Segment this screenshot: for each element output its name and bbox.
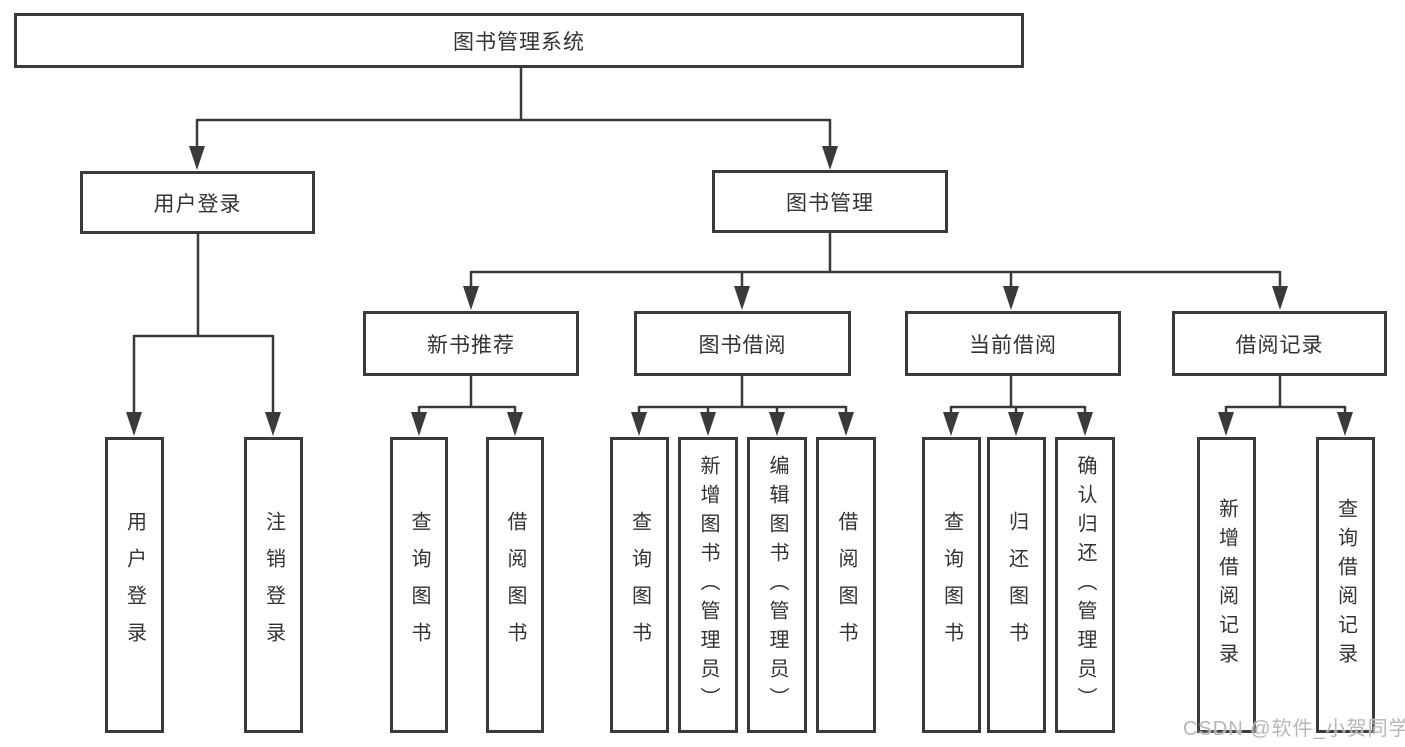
leaf-borrow-book: 借阅图书: [816, 437, 876, 733]
leaf-borrow-book-recommend: 借阅图书: [486, 437, 544, 733]
leaf-add-borrow-record: 新增借阅记录: [1197, 437, 1256, 733]
arrowhead-icon: [631, 412, 647, 436]
arrowhead-icon: [838, 412, 854, 436]
arrowhead-icon: [1272, 286, 1288, 310]
node-user-login: 用户登录: [80, 171, 315, 234]
arrowhead-icon: [822, 146, 838, 170]
leaf-return-book-label: 归还图书: [1005, 511, 1028, 659]
leaf-query-book-current-label: 查询图书: [940, 511, 963, 659]
node-book-borrow: 图书借阅: [634, 311, 851, 376]
leaf-logout-login: 注销登录: [244, 437, 303, 733]
leaf-borrow-book-label: 借阅图书: [835, 511, 857, 659]
arrowhead-icon: [1008, 412, 1024, 436]
node-root: 图书管理系统: [14, 13, 1024, 68]
arrowhead-icon: [463, 286, 479, 310]
leaf-edit-book-admin-label: 编辑图书（管理员）: [766, 454, 788, 716]
node-new-book-recommend: 新书推荐: [363, 311, 579, 376]
arrowhead-icon: [189, 146, 205, 170]
node-root-label: 图书管理系统: [453, 30, 585, 54]
node-book-management: 图书管理: [712, 170, 948, 233]
leaf-add-book-admin: 新增图书（管理员）: [678, 437, 738, 733]
node-book-borrow-label: 图书借阅: [698, 333, 787, 357]
node-user-login-label: 用户登录: [153, 192, 242, 216]
node-new-book-recommend-label: 新书推荐: [427, 333, 515, 357]
leaf-edit-book-admin: 编辑图书（管理员）: [747, 437, 807, 733]
leaf-return-book: 归还图书: [987, 437, 1046, 733]
leaf-query-book-borrow: 查询图书: [610, 437, 669, 733]
leaf-query-book-recommend-label: 查询图书: [408, 511, 430, 659]
arrowhead-icon: [769, 412, 785, 436]
leaf-borrow-book-recommend-label: 借阅图书: [504, 511, 526, 659]
node-borrow-records-label: 借阅记录: [1235, 333, 1324, 357]
leaf-query-book-recommend: 查询图书: [390, 437, 448, 733]
watermark-text: CSDN @软件_小贺同学: [1183, 718, 1405, 740]
arrowhead-icon: [1218, 412, 1234, 436]
arrowhead-icon: [411, 412, 427, 436]
arrowhead-icon: [265, 412, 281, 436]
node-current-borrow: 当前借阅: [905, 311, 1121, 376]
arrowhead-icon: [734, 286, 750, 310]
node-borrow-records: 借阅记录: [1172, 311, 1387, 376]
leaf-confirm-return-admin-label: 确认归还（管理员）: [1074, 454, 1096, 716]
arrowhead-icon: [700, 412, 716, 436]
leaf-logout-login-label: 注销登录: [262, 511, 285, 659]
leaf-add-book-admin-label: 新增图书（管理员）: [697, 454, 719, 716]
node-current-borrow-label: 当前借阅: [969, 333, 1057, 357]
leaf-confirm-return-admin: 确认归还（管理员）: [1055, 437, 1115, 733]
arrowhead-icon: [943, 412, 959, 436]
leaf-add-borrow-record-label: 新增借阅记录: [1215, 498, 1238, 672]
leaf-query-book-borrow-label: 查询图书: [628, 511, 651, 659]
arrowhead-icon: [1003, 286, 1019, 310]
arrowhead-icon: [1077, 412, 1093, 436]
arrowhead-icon: [126, 412, 142, 436]
leaf-user-login: 用户登录: [105, 437, 164, 733]
arrowhead-icon: [507, 412, 523, 436]
leaf-query-borrow-record-label: 查询借阅记录: [1334, 498, 1357, 672]
leaf-user-login-label: 用户登录: [123, 511, 146, 659]
node-book-management-label: 图书管理: [786, 191, 874, 215]
arrowhead-icon: [1337, 412, 1353, 436]
leaf-query-borrow-record: 查询借阅记录: [1316, 437, 1375, 733]
leaf-query-book-current: 查询图书: [922, 437, 981, 733]
